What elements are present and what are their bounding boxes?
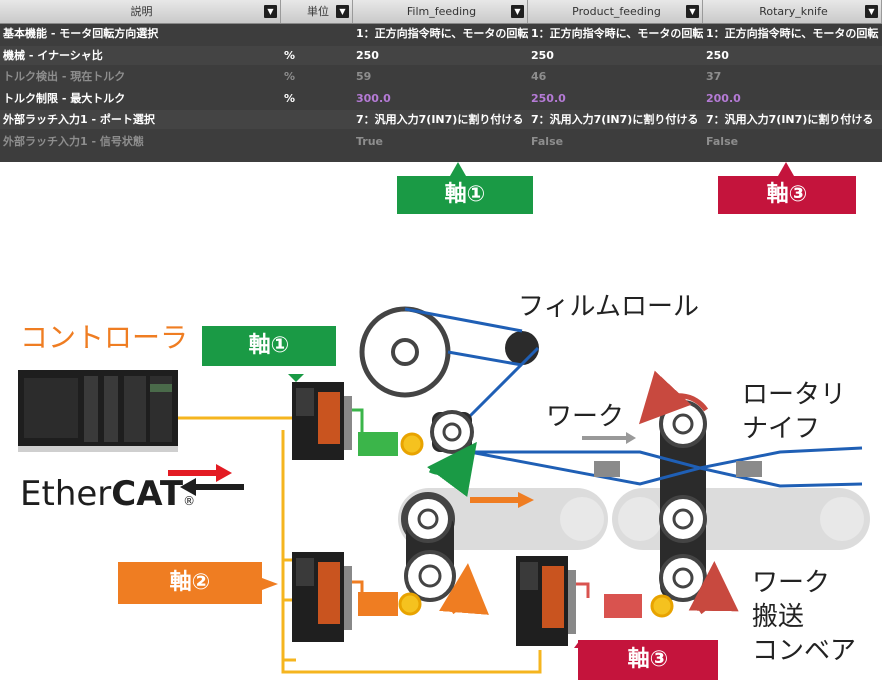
column-header-rotary-knife[interactable]: Rotary_knife ▼ — [703, 0, 882, 23]
column-header-label: Product_feeding — [572, 5, 661, 18]
axis3-rotation-arrow — [688, 561, 739, 615]
table-cell-value[interactable]: 250 — [531, 48, 554, 62]
axis1-badge: 軸① — [202, 326, 336, 366]
axis2-badge: 軸② — [118, 562, 262, 604]
servo-motor-axis1 — [352, 408, 424, 456]
column-header-label: Rotary_knife — [759, 5, 828, 18]
column-header-description[interactable]: 説明 ▼ — [0, 0, 281, 23]
knife-rotation-arrow — [638, 370, 709, 425]
table-cell-value[interactable]: 250 — [706, 48, 729, 62]
column-header-product-feeding[interactable]: Product_feeding ▼ — [528, 0, 703, 23]
table-cell-description[interactable]: 外部ラッチ入力1 - ポート選択 — [3, 113, 155, 126]
work-piece — [736, 461, 762, 477]
table-cell-value[interactable]: 7：汎用入力7(IN7)に割り付ける — [356, 113, 524, 126]
axis3-badge-top: 軸③ — [718, 176, 856, 214]
column-header-label: 単位 — [307, 5, 329, 18]
table-cell-unit[interactable]: % — [284, 70, 296, 83]
table-cell-value[interactable]: 1：正方向指令時に、モータの回転 — [356, 27, 528, 40]
film-roll-label: フィルムロール — [518, 292, 699, 322]
table-cell-value[interactable]: True — [356, 134, 384, 148]
table-row[interactable]: トルク検出 - 現在トルク% 59 46 37 — [0, 67, 882, 86]
column-header-film-feeding[interactable]: Film_feeding ▼ — [353, 0, 528, 23]
table-cell-description[interactable]: 機械 - イナーシャ比 — [3, 48, 103, 62]
column-header-label: 説明 — [130, 5, 153, 18]
table-cell-value[interactable]: 250.0 — [531, 91, 566, 105]
axis1-rotation-arrow — [427, 441, 477, 497]
axis2-rotation-arrow — [439, 563, 489, 615]
column-header-unit[interactable]: 単位 ▼ — [281, 0, 353, 23]
table-cell-description[interactable]: トルク制限 - 最大トルク — [3, 91, 126, 105]
ethercat-logo: EtherCAT® — [20, 474, 195, 521]
badge-pointer-axis3 — [778, 162, 794, 176]
table-cell-value[interactable]: 46 — [531, 70, 547, 83]
dropdown-arrow-icon[interactable]: ▼ — [264, 5, 277, 18]
ethercat-logo-cat: CAT — [111, 474, 184, 514]
servo-drive-axis2 — [292, 552, 352, 642]
table-cell-value[interactable]: False — [531, 134, 564, 148]
film-path — [456, 346, 540, 430]
axis3-badge: 軸③ — [578, 640, 718, 680]
rotary-knife-label: ロータリ ナイフ — [742, 380, 847, 444]
table-cell-description[interactable]: 基本機能 - モータ回転方向選択 — [3, 27, 159, 40]
table-row[interactable]: 機械 - イナーシャ比% 250 250 250 — [0, 45, 882, 65]
table-header-row: 説明 ▼ 単位 ▼ Film_feeding ▼ Product_feeding ▼ R… — [0, 0, 882, 24]
work-label: ワーク — [546, 402, 625, 432]
table-cell-unit[interactable]: % — [284, 91, 296, 105]
badge-pointer-axis1 — [450, 162, 466, 176]
table-cell-value[interactable]: 59 — [356, 70, 372, 83]
controller-label: コントローラ — [20, 321, 189, 354]
table-cell-value[interactable]: 37 — [706, 70, 722, 83]
table-cell-value[interactable]: 7：汎用入力7(IN7)に割り付ける — [531, 113, 699, 126]
dropdown-arrow-icon[interactable]: ▼ — [511, 5, 524, 18]
table-cell-value[interactable]: 300.0 — [356, 91, 391, 105]
table-cell-value[interactable]: 250 — [356, 48, 379, 62]
dropdown-arrow-icon[interactable]: ▼ — [336, 5, 349, 18]
servo-motor-axis2 — [352, 580, 422, 616]
table-cell-unit[interactable]: % — [284, 48, 296, 62]
table-cell-value[interactable]: 7：汎用入力7(IN7)に割り付ける — [706, 113, 874, 126]
parameter-table: 説明 ▼ 単位 ▼ Film_feeding ▼ Product_feeding ▼ R… — [0, 0, 882, 162]
ethercat-logo-ether: Ether — [20, 474, 112, 514]
table-row[interactable]: 外部ラッチ入力1 - ポート選択 7：汎用入力7(IN7)に割り付ける 7：汎用入力… — [0, 110, 882, 129]
table-cell-description[interactable]: 外部ラッチ入力1 - 信号状態 — [3, 134, 144, 148]
dropdown-arrow-icon[interactable]: ▼ — [686, 5, 699, 18]
table-cell-value[interactable]: False — [706, 134, 739, 148]
ethercat-logo-reg: ® — [183, 494, 196, 508]
ethercat-cable — [281, 430, 542, 674]
servo-drive-axis1 — [292, 382, 352, 460]
table-cell-description[interactable]: トルク検出 - 現在トルク — [3, 70, 126, 83]
dropdown-arrow-icon[interactable]: ▼ — [865, 5, 878, 18]
ethercat-logo-arrows — [168, 464, 244, 496]
controller-device — [18, 370, 178, 452]
column-header-label: Film_feeding — [406, 5, 477, 18]
table-row[interactable]: 外部ラッチ入力1 - 信号状態 True False False — [0, 132, 882, 151]
conveyor-label: ワーク 搬送 コンベア — [752, 568, 857, 666]
table-cell-value[interactable]: 1：正方向指令時に、モータの回転 — [531, 27, 703, 40]
film-guide-roller — [505, 331, 539, 365]
table-cell-value[interactable]: 1：正方向指令時に、モータの回転 — [706, 27, 879, 40]
table-cell-value[interactable]: 200.0 — [706, 91, 741, 105]
work-piece — [594, 461, 620, 477]
servo-drive-axis3 — [516, 556, 576, 646]
axis1-badge-top: 軸① — [397, 176, 533, 214]
servo-motor-axis3 — [576, 582, 674, 618]
table-row[interactable]: トルク制限 - 最大トルク% 300.0 250.0 200.0 — [0, 89, 882, 108]
